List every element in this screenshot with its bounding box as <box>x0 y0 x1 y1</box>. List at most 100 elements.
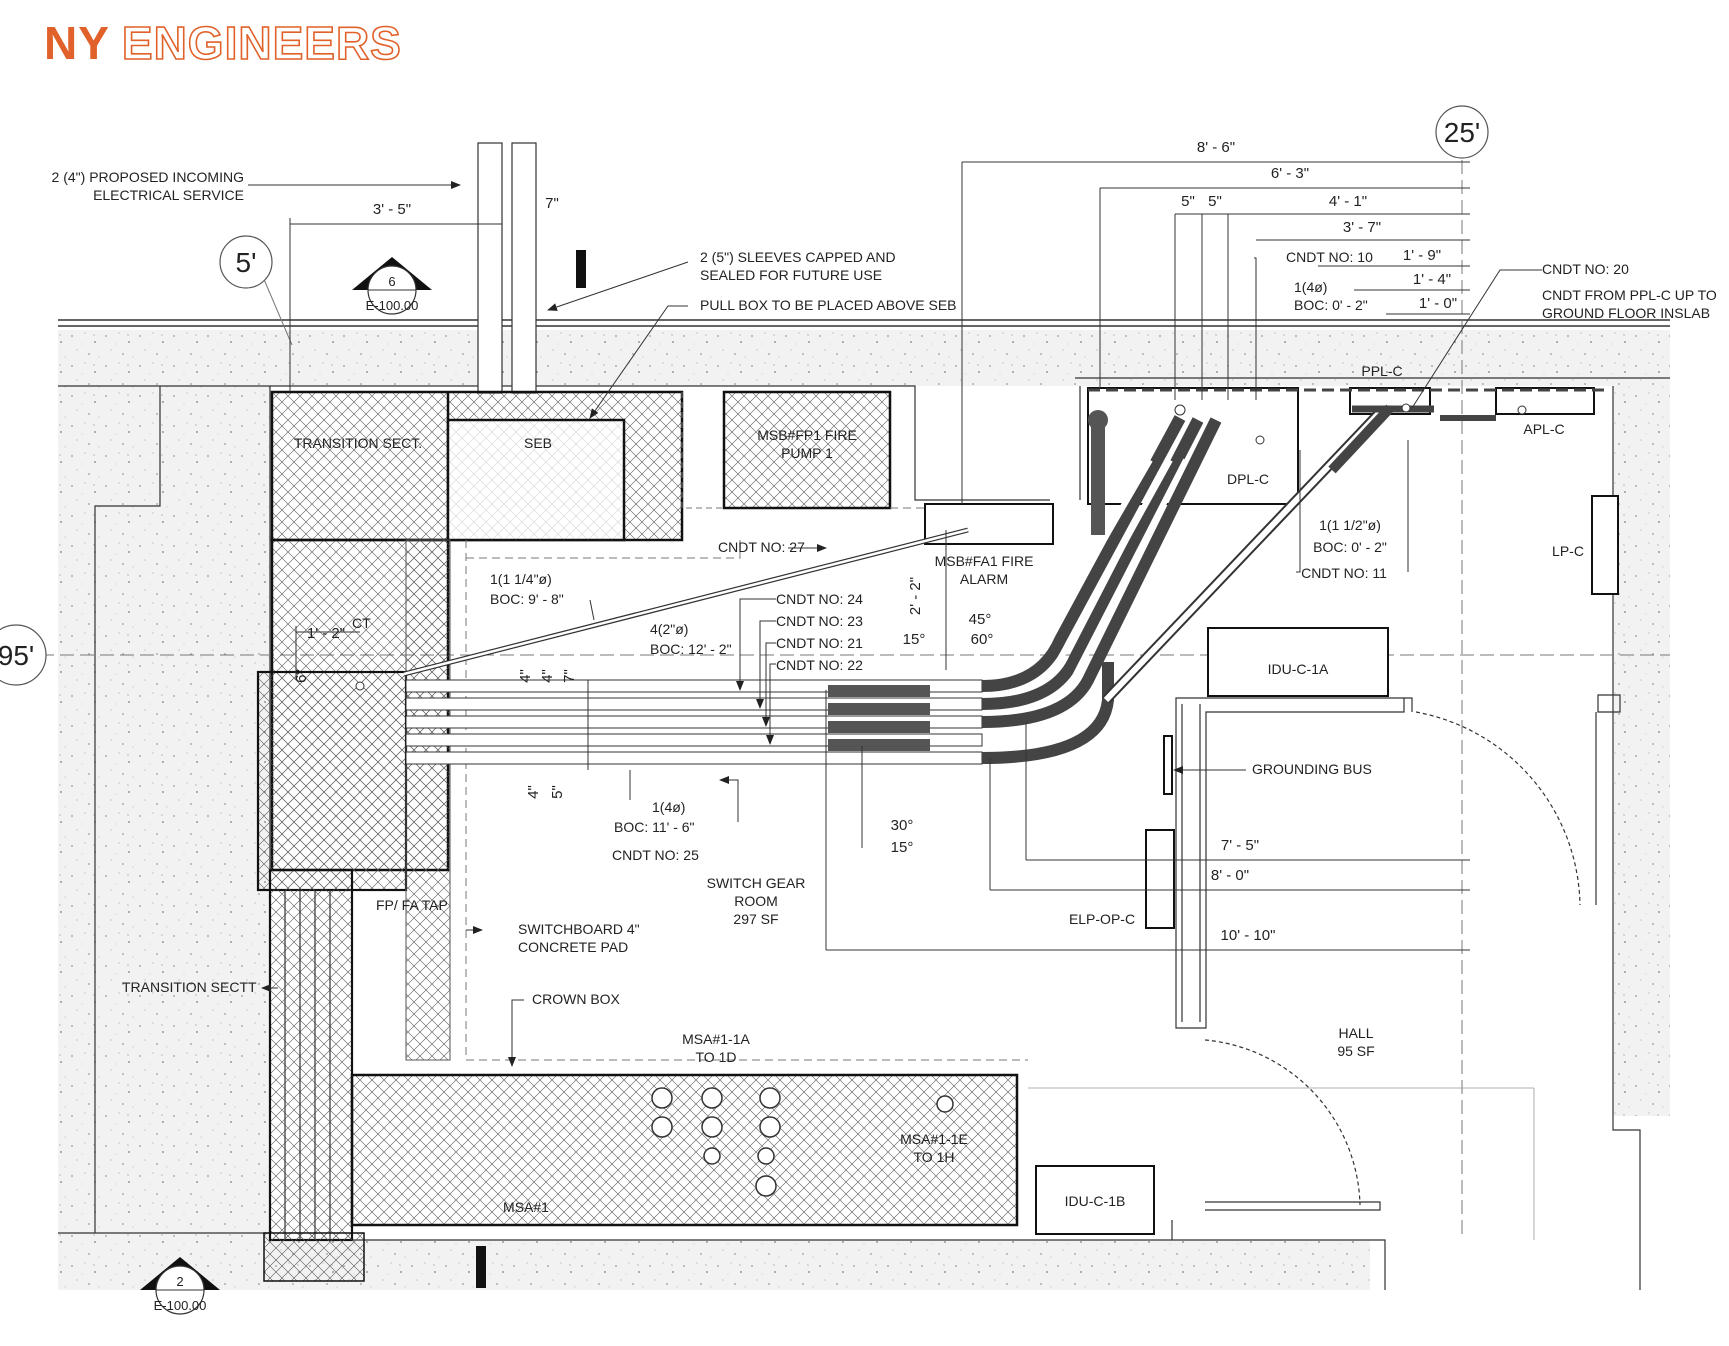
dim-5b: 5" <box>1208 193 1222 210</box>
note-cndt21: CNDT NO: 21 <box>776 635 863 651</box>
dim-3-5: 3' - 5" <box>373 201 411 218</box>
note-c27-boc: BOC: 9' - 8" <box>490 591 564 607</box>
label-dpl-c: DPL-C <box>1227 471 1269 487</box>
note-crown-box: CROWN BOX <box>532 991 621 1007</box>
note-grounding-bus: GROUNDING BUS <box>1252 761 1372 777</box>
label-ppl-c: PPL-C <box>1361 363 1402 379</box>
idu-c-1b-box <box>1035 1165 1155 1235</box>
note-pad-2: CONCRETE PAD <box>518 939 628 955</box>
label-apl-c: APL-C <box>1523 421 1564 437</box>
note-c10-boc: BOC: 0' - 2" <box>1294 297 1368 313</box>
note-cndt11: CNDT NO: 11 <box>1301 565 1387 581</box>
label-seb: SEB <box>524 435 552 451</box>
label-msb-fa1-2: ALARM <box>960 571 1008 587</box>
angle-45: 45° <box>969 611 992 628</box>
dim-7in-b: 7" <box>561 669 578 683</box>
apl-c-box <box>1495 387 1595 415</box>
note-fpfa: FP/ FA TAP <box>376 897 448 913</box>
svg-text:E-100.00: E-100.00 <box>154 1298 207 1313</box>
leader-lines <box>248 181 1542 1067</box>
note-sleeves-1: 2 (5") SLEEVES CAPPED AND <box>700 249 896 265</box>
interior-partitions <box>1028 694 1621 1240</box>
note-pullbox: PULL BOX TO BE PLACED ABOVE SEB <box>700 297 957 313</box>
msa-conduit-stubs <box>651 1087 954 1197</box>
note-c4-boc: BOC: 12' - 2" <box>650 641 732 657</box>
note-c11-boc: BOC: 0' - 2" <box>1313 539 1387 555</box>
note-sleeves-2: SEALED FOR FUTURE USE <box>700 267 882 283</box>
note-cndt20: CNDT NO: 20 <box>1542 261 1629 277</box>
note-c25-boc: BOC: 11' - 6" <box>614 819 695 835</box>
label-transition-sect: TRANSITION SECT. <box>294 435 422 451</box>
note-cndt27: CNDT NO: 27 <box>718 539 805 555</box>
switchgear-lineup <box>256 390 1028 1282</box>
label-msb-fp1-2: PUMP 1 <box>781 445 833 461</box>
room-switchgear-3: 297 SF <box>733 911 778 927</box>
note-cndt25: CNDT NO: 25 <box>612 847 699 863</box>
label-idu-c-1a: IDU-C-1A <box>1268 661 1329 677</box>
ct-cabinet <box>256 670 408 892</box>
dim-3-7: 3' - 7" <box>1343 219 1381 236</box>
dim-4in-b: 4" <box>539 669 556 683</box>
label-msb-fa1-1: MSB#FA1 FIRE <box>935 553 1034 569</box>
lp-c-box <box>1591 495 1619 595</box>
note-cndt23: CNDT NO: 23 <box>776 613 863 629</box>
note-c11-size: 1(1 1/2"ø) <box>1319 517 1381 533</box>
note-incoming-1: 2 (4") PROPOSED INCOMING <box>52 169 244 185</box>
msb-fp1-box <box>722 390 892 510</box>
note-ct: CT <box>352 615 371 631</box>
dim-7-5: 7' - 5" <box>1221 837 1259 854</box>
room-hall-2: 95 SF <box>1337 1043 1374 1059</box>
svg-text:E-100.00: E-100.00 <box>366 298 419 313</box>
room-switchgear-2: ROOM <box>734 893 778 909</box>
dim-4in-a: 4" <box>517 669 534 683</box>
label-msa1-1a-2: TO 1D <box>696 1049 737 1065</box>
logo-engineers: ENGINEERS <box>121 17 402 69</box>
dim-1-9: 1' - 9" <box>1403 247 1441 264</box>
angle-30: 30° <box>891 817 914 834</box>
dim-6-3: 6' - 3" <box>1271 165 1309 182</box>
msa1-box <box>350 1073 1019 1227</box>
note-c4-size: 4(2"ø) <box>650 621 688 637</box>
dim-4-1: 4' - 1" <box>1329 193 1367 210</box>
grid-bubble-5: 5' <box>219 235 273 289</box>
svg-text:95': 95' <box>0 640 34 671</box>
note-transition-sectt: TRANSITION SECTT <box>122 979 257 995</box>
angle-15a: 15° <box>903 631 926 648</box>
room-switchgear-1: SWITCH GEAR <box>707 875 806 891</box>
note-cndt24: CNDT NO: 24 <box>776 591 863 607</box>
dimension-lines <box>289 161 1470 951</box>
note-c10-size: 1(4ø) <box>1294 279 1327 295</box>
dim-2-2: 2' - 2" <box>907 577 924 615</box>
room-hall-1: HALL <box>1338 1025 1373 1041</box>
dim-4in-c: 4" <box>525 785 542 799</box>
dim-10-10: 10' - 10" <box>1221 927 1276 944</box>
section-marker-6: 6 E-100.00 <box>352 250 586 315</box>
dim-1-4: 1' - 4" <box>1413 271 1451 288</box>
label-msa1: MSA#1 <box>503 1199 549 1215</box>
dim-5in: 5" <box>549 785 566 799</box>
msb-fa1-box <box>924 503 1054 545</box>
note-pplc-2: GROUND FLOOR INSLAB <box>1542 305 1710 321</box>
panels <box>924 387 1619 1235</box>
label-msb-fp1-1: MSB#FP1 FIRE <box>757 427 857 443</box>
dim-1-0: 1' - 0" <box>1419 295 1457 312</box>
elp-op-c-box <box>1145 829 1175 929</box>
grid-bubble-95: 95' <box>0 624 47 686</box>
note-incoming-2: ELECTRICAL SERVICE <box>93 187 244 203</box>
dim-7in: 7" <box>545 195 559 212</box>
dim-6in: 6" <box>293 669 310 683</box>
label-msa1-1a-1: MSA#1-1A <box>682 1031 750 1047</box>
incoming-service-conduits <box>477 142 537 394</box>
label-msa1-1e-1: MSA#1-1E <box>900 1131 968 1147</box>
dim-1-2: 1' - 2" <box>307 625 345 642</box>
section-marker-2: 2 E-100.00 <box>140 1246 486 1315</box>
svg-text:2: 2 <box>176 1274 183 1289</box>
note-cndt22: CNDT NO: 22 <box>776 657 863 673</box>
dim-8-0: 8' - 0" <box>1211 867 1249 884</box>
note-cndt10: CNDT NO: 10 <box>1286 249 1373 265</box>
note-pplc-1: CNDT FROM PPL-C UP TO <box>1542 287 1717 303</box>
grounding-bus-bar <box>1163 735 1173 795</box>
label-idu-c-1b: IDU-C-1B <box>1065 1193 1126 1209</box>
